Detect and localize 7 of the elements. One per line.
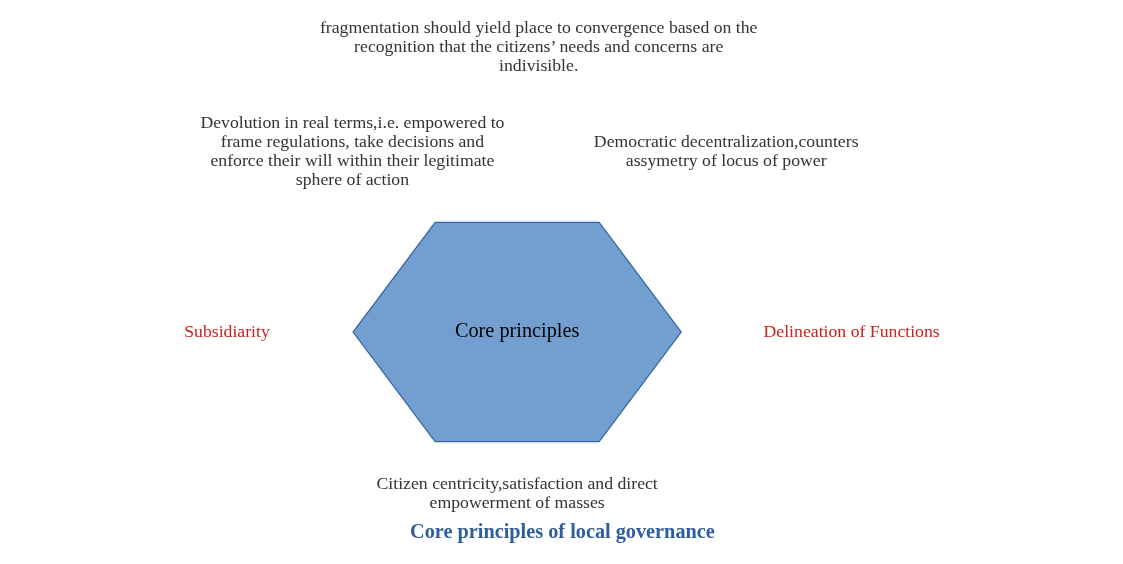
diagram-title: Core principles of local governance [410, 519, 715, 542]
label: Devolution in real terms,i.e. empowered to frame regulations, take decisions and enforce their will within their legitimate sphere of action [200, 111, 505, 189]
label: Democratic decentralization,counters assymetry of locus of power [593, 130, 859, 170]
label: Delineation of Functions [763, 320, 940, 341]
label: Citizen centricity,satisfaction and direct empowerment of masses [376, 472, 658, 512]
label: Subsidiarity [184, 320, 270, 341]
label: fragmentation should yield place to convergence based on the recognition that the citizens’ needs and concerns are indivisible. [319, 16, 758, 75]
